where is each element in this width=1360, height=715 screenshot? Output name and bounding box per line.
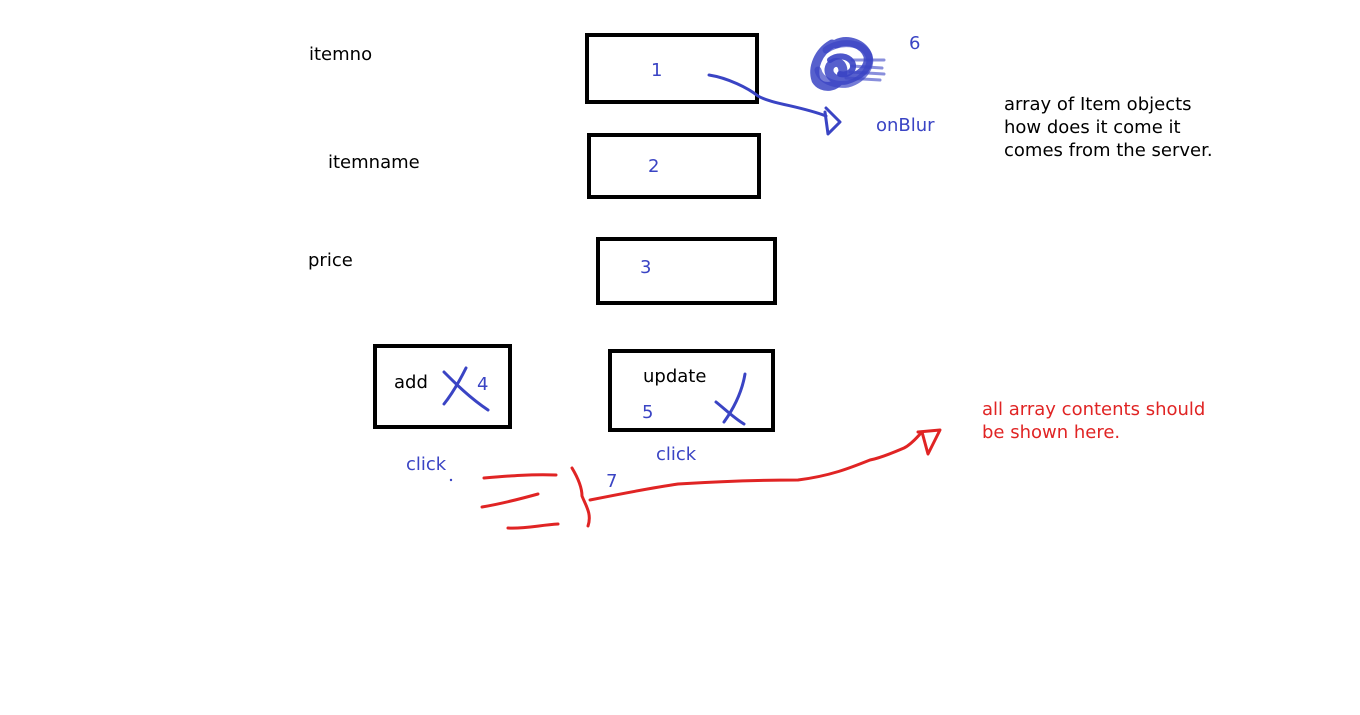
price-label: price <box>308 250 353 271</box>
price-step-number: 3 <box>640 257 652 278</box>
update-step-number: 5 <box>642 402 654 423</box>
add-button-label: add <box>394 372 428 393</box>
array-step-number: 7 <box>606 471 618 492</box>
add-step-number: 4 <box>477 374 489 395</box>
blur-scribble-icon <box>810 37 886 91</box>
server-note-line: how does it come it <box>1004 117 1181 138</box>
update-button-label: update <box>643 366 707 387</box>
add-strike-icon <box>442 366 490 412</box>
itemno-step-number: 1 <box>651 60 663 81</box>
add-button[interactable] <box>373 344 512 429</box>
onblur-annotation: onBlur <box>876 115 935 136</box>
display-note: all array contents should be shown here. <box>982 398 1205 444</box>
display-note-line: be shown here. <box>982 422 1121 443</box>
display-note-line: all array contents should <box>982 399 1206 420</box>
itemname-input-box[interactable] <box>587 133 761 199</box>
server-note-line: array of Item objects <box>1004 94 1192 115</box>
update-strike-icon <box>714 372 747 426</box>
price-input-box[interactable] <box>596 237 777 305</box>
update-click-annotation: click <box>656 444 697 465</box>
onblur-step-number: 6 <box>909 33 921 54</box>
itemno-input-box[interactable] <box>585 33 759 104</box>
update-button[interactable] <box>608 349 775 432</box>
itemname-step-number: 2 <box>648 156 660 177</box>
onblur-arrow-icon <box>707 73 842 136</box>
add-click-annotation: click <box>406 454 447 475</box>
stray-dot-icon <box>449 478 453 482</box>
server-note: array of Item objects how does it come i… <box>1004 93 1213 162</box>
itemname-label: itemname <box>328 152 420 173</box>
array-arrow-icon <box>480 428 942 530</box>
server-note-line: comes from the server. <box>1004 140 1213 161</box>
itemno-label: itemno <box>309 44 373 65</box>
